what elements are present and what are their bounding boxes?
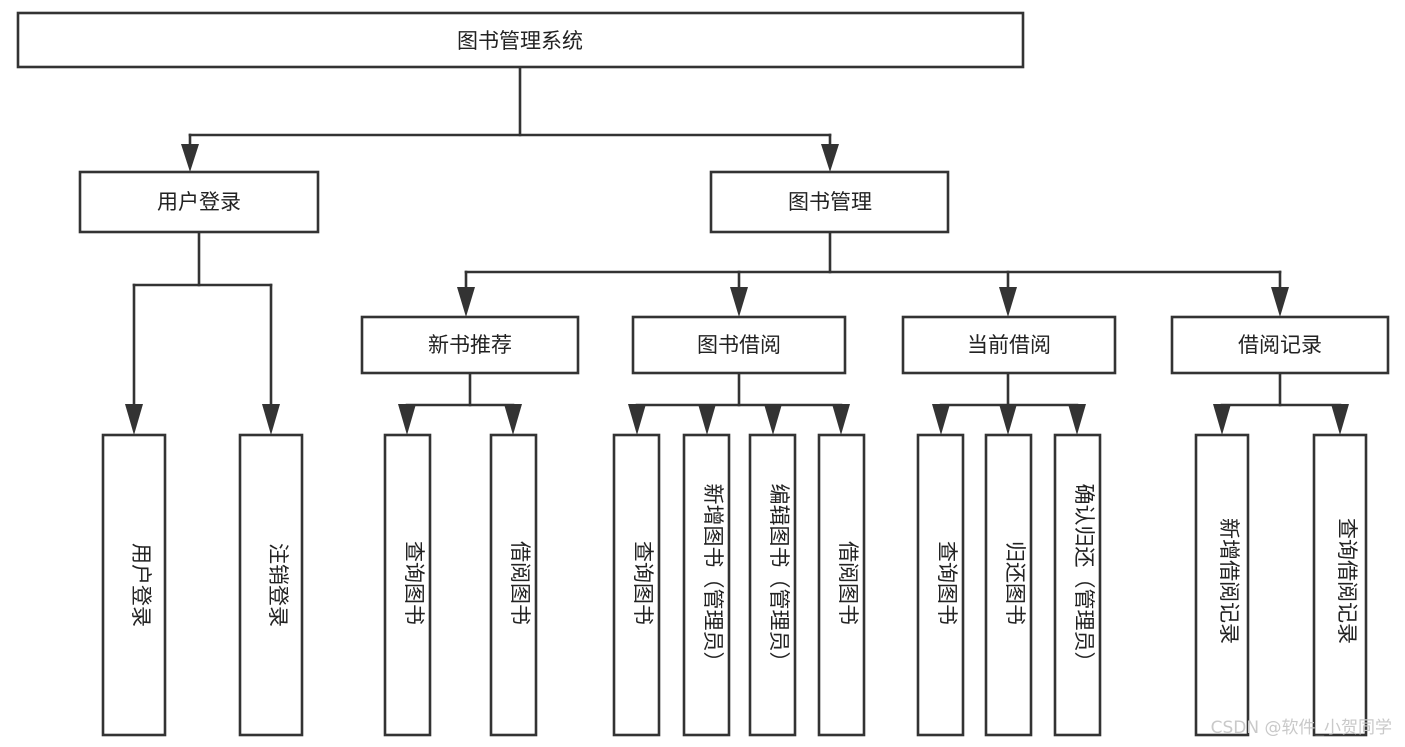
node-book-borrow-box[interactable] (631, 315, 847, 375)
node-leaf-query-book-2-label: 查询图书 (631, 541, 655, 625)
node-leaf-add-record[interactable]: 新增借阅记录 (1194, 433, 1250, 737)
node-leaf-query-book-3-box[interactable] (916, 433, 965, 737)
node-leaf-query-book-1-box[interactable] (383, 433, 432, 737)
arrowhead-leaf-borrow-book-2 (832, 404, 850, 435)
node-book-borrow[interactable]: 图书借阅 (631, 315, 847, 375)
arrowhead-leaf-confirm-return (1068, 404, 1086, 435)
node-leaf-query-record-box[interactable] (1312, 433, 1368, 737)
node-leaf-user-login[interactable]: 用户登录 (101, 433, 167, 737)
arrowhead-new-book-rec (457, 287, 475, 317)
node-leaf-query-book-2-box[interactable] (612, 433, 661, 737)
node-leaf-edit-book-label: 编辑图书（管理员） (767, 484, 791, 673)
node-leaf-query-record[interactable]: 查询借阅记录 (1312, 433, 1368, 737)
node-user-login[interactable]: 用户登录 (78, 170, 320, 234)
node-leaf-borrow-book-1-box[interactable] (489, 433, 538, 737)
node-borrow-record-box[interactable] (1170, 315, 1390, 375)
node-leaf-borrow-book-2-label: 借阅图书 (836, 541, 860, 625)
node-new-book-rec-label: 新书推荐 (428, 333, 512, 357)
node-current-borrow[interactable]: 当前借阅 (901, 315, 1117, 375)
arrowhead-leaf-add-record (1213, 404, 1231, 435)
node-current-borrow-label: 当前借阅 (967, 333, 1051, 357)
node-leaf-borrow-book-2-box[interactable] (817, 433, 866, 737)
node-current-borrow-box[interactable] (901, 315, 1117, 375)
node-leaf-user-login-box[interactable] (101, 433, 167, 737)
csdn-watermark: CSDN @软件_小贺同学 (1211, 718, 1392, 738)
node-leaf-add-book[interactable]: 新增图书（管理员） (682, 433, 731, 737)
node-leaf-user-login-label: 用户登录 (129, 543, 153, 627)
node-leaf-query-book-1-label: 查询图书 (402, 541, 426, 625)
node-leaf-confirm-return-label: 确认归还（管理员） (1072, 484, 1096, 673)
node-leaf-user-logout-box[interactable] (238, 433, 304, 737)
node-leaf-return-book-box[interactable] (984, 433, 1033, 737)
arrowhead-leaf-user-login (125, 404, 143, 435)
edges-layer (125, 65, 1349, 435)
arrowhead-leaf-query-book-1 (398, 404, 416, 435)
node-leaf-user-logout[interactable]: 注销登录 (238, 433, 304, 737)
node-new-book-rec-box[interactable] (360, 315, 580, 375)
node-user-login-label: 用户登录 (157, 190, 241, 214)
node-leaf-return-book[interactable]: 归还图书 (984, 433, 1033, 737)
node-leaf-user-logout-label: 注销登录 (266, 543, 290, 627)
node-root-label: 图书管理系统 (457, 29, 583, 53)
arrowhead-leaf-borrow-book-1 (504, 404, 522, 435)
arrowhead-book-mgmt (821, 144, 839, 172)
node-leaf-edit-book-box[interactable] (748, 433, 797, 737)
node-book-mgmt-box[interactable] (709, 170, 950, 234)
node-borrow-record[interactable]: 借阅记录 (1170, 315, 1390, 375)
node-leaf-query-book-3-label: 查询图书 (935, 541, 959, 625)
arrowhead-leaf-user-logout (262, 404, 280, 435)
arrowhead-leaf-add-book (698, 404, 716, 435)
node-leaf-add-record-label: 新增借阅记录 (1217, 518, 1241, 644)
arrowhead-borrow-record (1271, 287, 1289, 317)
arrowhead-user-login (181, 144, 199, 172)
arrowhead-book-borrow (730, 287, 748, 317)
node-leaf-confirm-return[interactable]: 确认归还（管理员） (1053, 433, 1102, 737)
node-leaf-confirm-return-box[interactable] (1053, 433, 1102, 737)
arrowhead-leaf-query-book-3 (932, 404, 950, 435)
node-leaf-borrow-book-1[interactable]: 借阅图书 (489, 433, 538, 737)
node-root[interactable]: 图书管理系统 (16, 11, 1025, 69)
arrowhead-current-borrow (999, 287, 1017, 317)
node-leaf-borrow-book-2[interactable]: 借阅图书 (817, 433, 866, 737)
node-leaf-add-book-label: 新增图书（管理员） (701, 484, 725, 673)
node-leaf-return-book-label: 归还图书 (1003, 541, 1027, 625)
node-leaf-query-record-label: 查询借阅记录 (1335, 518, 1359, 644)
node-leaf-query-book-3[interactable]: 查询图书 (916, 433, 965, 737)
node-leaf-add-record-box[interactable] (1194, 433, 1250, 737)
node-root-box[interactable] (16, 11, 1025, 69)
node-new-book-rec[interactable]: 新书推荐 (360, 315, 580, 375)
node-user-login-box[interactable] (78, 170, 320, 234)
node-book-mgmt-label: 图书管理 (788, 190, 872, 214)
arrowhead-leaf-return-book (999, 404, 1017, 435)
arrowhead-leaf-query-book-2 (628, 404, 646, 435)
arrowhead-leaf-query-record (1331, 404, 1349, 435)
node-book-mgmt[interactable]: 图书管理 (709, 170, 950, 234)
arrowhead-leaf-edit-book (764, 404, 782, 435)
node-borrow-record-label: 借阅记录 (1238, 333, 1322, 357)
node-book-borrow-label: 图书借阅 (697, 333, 781, 357)
node-leaf-query-book-2[interactable]: 查询图书 (612, 433, 661, 737)
node-leaf-query-book-1[interactable]: 查询图书 (383, 433, 432, 737)
node-leaf-add-book-box[interactable] (682, 433, 731, 737)
node-leaf-borrow-book-1-label: 借阅图书 (508, 541, 532, 625)
node-leaf-edit-book[interactable]: 编辑图书（管理员） (748, 433, 797, 737)
